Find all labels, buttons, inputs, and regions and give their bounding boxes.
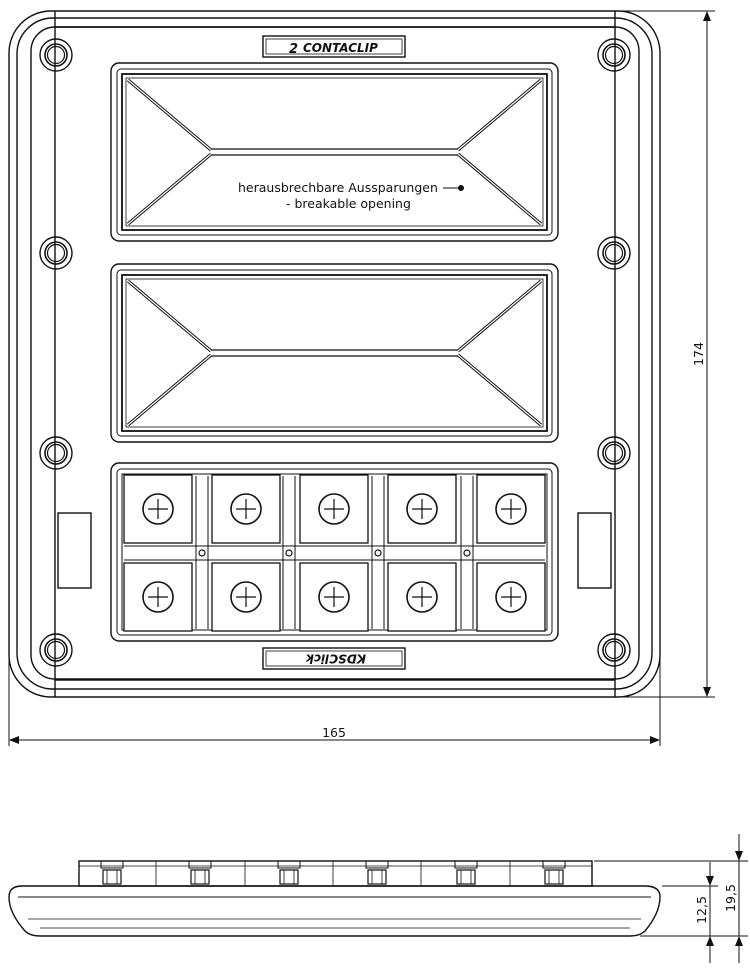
terminal bbox=[476, 562, 546, 632]
dimension-depth-total-label: 19,5 bbox=[723, 884, 738, 912]
dimension-width bbox=[8, 660, 661, 746]
screw-hole bbox=[39, 436, 73, 470]
terminal bbox=[123, 474, 193, 544]
screw-hole bbox=[597, 236, 631, 270]
breakable-openings bbox=[110, 62, 559, 443]
brand-text-top: CONTACLIP bbox=[303, 41, 378, 55]
screw-icon bbox=[406, 581, 438, 613]
screw-hole bbox=[597, 436, 631, 470]
callout-text-de: herausbrechbare Aussparungen bbox=[238, 180, 438, 195]
side-terminal-features bbox=[100, 860, 566, 886]
side-view bbox=[8, 860, 661, 937]
screw-hole bbox=[39, 236, 73, 270]
mounting-holes bbox=[39, 38, 631, 667]
screw-icon bbox=[230, 581, 262, 613]
callout-dot bbox=[458, 185, 464, 191]
dimension-depth-base-label: 12,5 bbox=[694, 896, 709, 924]
terminal bbox=[476, 474, 546, 544]
breakable-opening bbox=[110, 263, 559, 443]
screw-icon bbox=[142, 493, 174, 525]
terminal bbox=[211, 562, 281, 632]
dimension-height-label: 174 bbox=[691, 342, 706, 366]
side-terminal bbox=[365, 860, 389, 885]
brand-logo-top: 2 bbox=[289, 42, 298, 57]
side-slot-left bbox=[57, 512, 92, 589]
screw-hole bbox=[39, 38, 73, 72]
side-terminal bbox=[188, 860, 212, 885]
side-terminal bbox=[277, 860, 301, 885]
dimension-width-label: 165 bbox=[322, 725, 346, 740]
panel-face bbox=[30, 26, 640, 680]
screw-hole bbox=[39, 633, 73, 667]
side-slot-right bbox=[577, 512, 612, 589]
callout: herausbrechbare Aussparungen - breakable… bbox=[238, 180, 464, 211]
terminal bbox=[299, 562, 369, 632]
panel-outline-outer bbox=[8, 10, 661, 698]
screw-icon bbox=[142, 581, 174, 613]
dimension-height bbox=[618, 10, 715, 698]
brand-plate-bottom: KDSClick bbox=[262, 647, 406, 670]
screw-icon bbox=[406, 493, 438, 525]
brand-text-bottom: KDSClick bbox=[305, 652, 366, 666]
screw-icon bbox=[495, 581, 527, 613]
breakable-opening bbox=[110, 62, 559, 242]
terminal bbox=[387, 474, 457, 544]
screw-hole bbox=[597, 633, 631, 667]
screw-icon bbox=[495, 493, 527, 525]
callout-text-en: - breakable opening bbox=[286, 196, 411, 211]
terminal bbox=[123, 562, 193, 632]
screw-icon bbox=[318, 493, 350, 525]
terminal-block bbox=[110, 462, 559, 642]
terminal bbox=[387, 562, 457, 632]
terminal-pin bbox=[285, 549, 293, 557]
terminal bbox=[211, 474, 281, 544]
side-terminal bbox=[100, 860, 124, 885]
terminal-pin bbox=[374, 549, 382, 557]
screw-icon bbox=[230, 493, 262, 525]
side-terminal bbox=[542, 860, 566, 885]
terminal-pin bbox=[463, 549, 471, 557]
front-view bbox=[8, 10, 661, 698]
terminal bbox=[299, 474, 369, 544]
panel-outline-inner bbox=[16, 17, 653, 690]
screw-hole bbox=[597, 38, 631, 72]
brand-plate-top: 2 CONTACLIP bbox=[262, 35, 406, 58]
side-terminal bbox=[454, 860, 478, 885]
screw-icon bbox=[318, 581, 350, 613]
dimension-depth bbox=[594, 834, 748, 963]
terminal-pin bbox=[198, 549, 206, 557]
terminal-array bbox=[123, 474, 546, 632]
